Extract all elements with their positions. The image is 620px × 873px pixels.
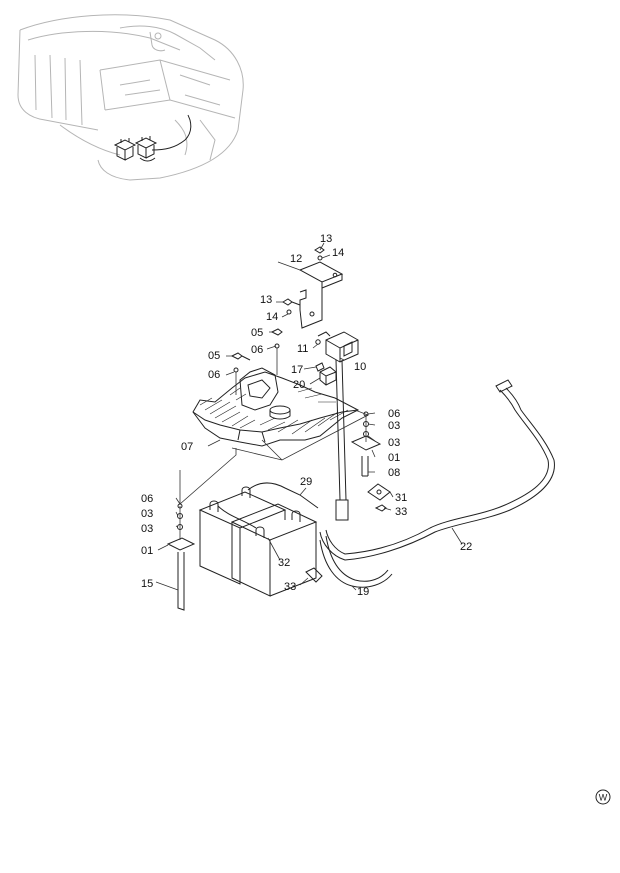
batteries	[198, 482, 319, 597]
part-label: 33	[395, 506, 407, 518]
part-label: 12	[290, 253, 302, 265]
part-label: 32	[278, 557, 290, 569]
leader-lines	[155, 242, 463, 591]
part-label: 10	[354, 361, 366, 373]
cover-assembly	[192, 367, 369, 461]
clamp-right	[350, 411, 382, 477]
part-label: 06	[388, 408, 400, 420]
part-label: 20	[293, 379, 305, 391]
part-label: 33	[284, 581, 296, 593]
part-label: 11	[297, 343, 308, 355]
part-label: 05	[251, 327, 263, 339]
part-label: 14	[266, 311, 278, 323]
fasteners-upper	[230, 328, 283, 395]
part-label: 14	[332, 247, 344, 259]
part-label: 15	[141, 578, 153, 590]
part-label: 17	[291, 364, 303, 376]
part-label: 06	[141, 493, 153, 505]
badge-letter: W	[599, 793, 608, 803]
part-label: 07	[181, 441, 193, 453]
corner-badge: W	[595, 789, 611, 805]
part-label: 01	[141, 545, 153, 557]
part-label: 08	[388, 467, 400, 479]
part-label: 01	[388, 452, 400, 464]
part-label: 03	[141, 508, 153, 520]
part-label: 13	[320, 233, 332, 245]
part-label: 06	[208, 369, 220, 381]
part-label: 05	[208, 350, 220, 362]
part-label: 29	[300, 476, 312, 488]
part-label: 22	[460, 541, 472, 553]
bracket-assembly	[282, 246, 344, 329]
machine-overview	[17, 14, 244, 181]
part-label: 03	[388, 420, 400, 432]
part-label: 13	[260, 294, 272, 306]
part-labels: 13 14 12 13 14 05 06 11 10 05 06 17 20 0…	[141, 233, 472, 598]
relay-components	[315, 331, 359, 386]
clamp-left	[166, 448, 237, 611]
cables	[305, 359, 555, 588]
part-label: 19	[357, 586, 369, 598]
part-label: 03	[388, 437, 400, 449]
part-label: 03	[141, 523, 153, 535]
part-label: 31	[395, 492, 407, 504]
part-label: 06	[251, 344, 263, 356]
